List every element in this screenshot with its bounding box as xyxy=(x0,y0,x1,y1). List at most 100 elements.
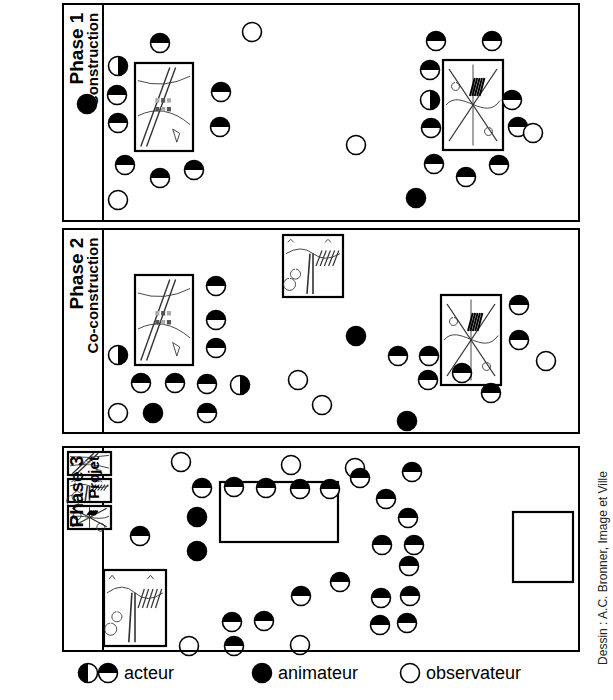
map-block xyxy=(167,98,171,102)
dot-fill xyxy=(524,124,543,143)
map-frame xyxy=(443,60,503,150)
map-frame xyxy=(135,275,193,365)
dot-fill xyxy=(188,542,207,561)
dot-outline xyxy=(490,156,509,175)
dot-fill xyxy=(144,404,163,423)
dot-outline xyxy=(79,664,98,683)
map-block xyxy=(155,320,159,325)
acteur-dot xyxy=(422,119,441,138)
dot-fill xyxy=(225,637,244,656)
dot-half xyxy=(457,168,476,178)
dot-outline xyxy=(180,637,199,656)
dot-half xyxy=(198,375,217,385)
dot-fill xyxy=(420,347,439,366)
dot-fill xyxy=(510,296,529,315)
dot-half xyxy=(292,587,311,597)
dot-outline xyxy=(109,404,128,423)
acteur-dot xyxy=(198,375,217,394)
map-frame xyxy=(283,235,343,297)
dot-outline xyxy=(401,587,420,606)
map-arrow xyxy=(478,313,483,331)
dot-half xyxy=(405,536,424,546)
dot-outline xyxy=(371,616,390,635)
dot-half xyxy=(118,57,128,76)
acteur-dot xyxy=(132,374,151,393)
phase-subtitle: Projet xyxy=(85,456,100,499)
dot-half xyxy=(425,155,444,165)
dot-outline xyxy=(503,91,522,110)
acteur-dot xyxy=(212,83,231,102)
observateur-dot xyxy=(180,637,199,656)
dot-fill xyxy=(373,536,392,555)
dot-fill xyxy=(188,508,207,527)
dot-outline xyxy=(373,536,392,555)
dot-half xyxy=(510,331,529,341)
dot-fill xyxy=(243,23,262,42)
dot-half xyxy=(351,469,370,479)
dot-outline xyxy=(185,161,204,180)
dot-fill xyxy=(79,664,98,683)
dot-outline xyxy=(198,375,217,394)
acteur-dot xyxy=(79,664,98,683)
map-block xyxy=(167,320,171,325)
dot-fill xyxy=(109,346,128,365)
dot-outline xyxy=(212,83,231,102)
dot-fill xyxy=(510,331,529,350)
dot-outline xyxy=(282,456,301,475)
dot-fill xyxy=(401,587,420,606)
column-divider xyxy=(102,3,104,222)
legend-item: observateur xyxy=(398,661,521,685)
dot-fill xyxy=(421,61,440,80)
legend-item: acteur xyxy=(76,661,174,685)
dot-fill xyxy=(321,480,340,499)
acteur-dot xyxy=(255,612,274,631)
dot-fill xyxy=(427,32,446,51)
dot-fill xyxy=(207,311,226,330)
dot-half xyxy=(403,463,422,473)
dot-fill xyxy=(132,374,151,393)
acteur-dot xyxy=(372,589,391,608)
dot-fill xyxy=(207,277,226,296)
legend-swatch xyxy=(398,661,422,685)
dot-half xyxy=(321,480,340,490)
legend-label: acteur xyxy=(124,663,174,684)
dot-fill xyxy=(292,587,311,606)
dot-half xyxy=(79,664,89,683)
dot-outline xyxy=(225,478,244,497)
dot-outline xyxy=(313,396,332,415)
dot-outline xyxy=(347,327,366,346)
observateur-dot xyxy=(313,396,332,415)
map-sketch xyxy=(283,235,343,297)
dot-fill xyxy=(405,536,424,555)
dot-half xyxy=(240,376,250,395)
acteur-dot xyxy=(420,347,439,366)
dot-half xyxy=(331,573,350,583)
dot-outline xyxy=(398,614,417,633)
dot-outline xyxy=(207,339,226,358)
dot-fill xyxy=(372,589,391,608)
map-frame xyxy=(104,570,166,646)
acteur-dot xyxy=(377,490,396,509)
acteur-dot xyxy=(151,169,170,188)
dot-fill xyxy=(166,374,185,393)
dot-half xyxy=(291,480,310,490)
dot-half xyxy=(151,169,170,179)
acteur-dot xyxy=(399,509,418,528)
acteur-dot xyxy=(211,118,230,137)
dot-fill xyxy=(403,463,422,482)
dot-half xyxy=(131,527,150,537)
dot-fill xyxy=(185,161,204,180)
acteur-dot xyxy=(389,347,408,366)
dot-outline xyxy=(377,490,396,509)
dot-fill xyxy=(371,616,390,635)
map-stroke xyxy=(333,251,339,267)
observateur-dot xyxy=(109,191,128,210)
phase-title: Phase 2 xyxy=(68,238,87,310)
dot-outline xyxy=(403,463,422,482)
observateur-dot xyxy=(172,453,191,472)
dot-fill xyxy=(282,456,301,475)
dot-outline xyxy=(172,453,191,472)
dot-half xyxy=(211,118,230,128)
map-stroke xyxy=(129,593,132,642)
